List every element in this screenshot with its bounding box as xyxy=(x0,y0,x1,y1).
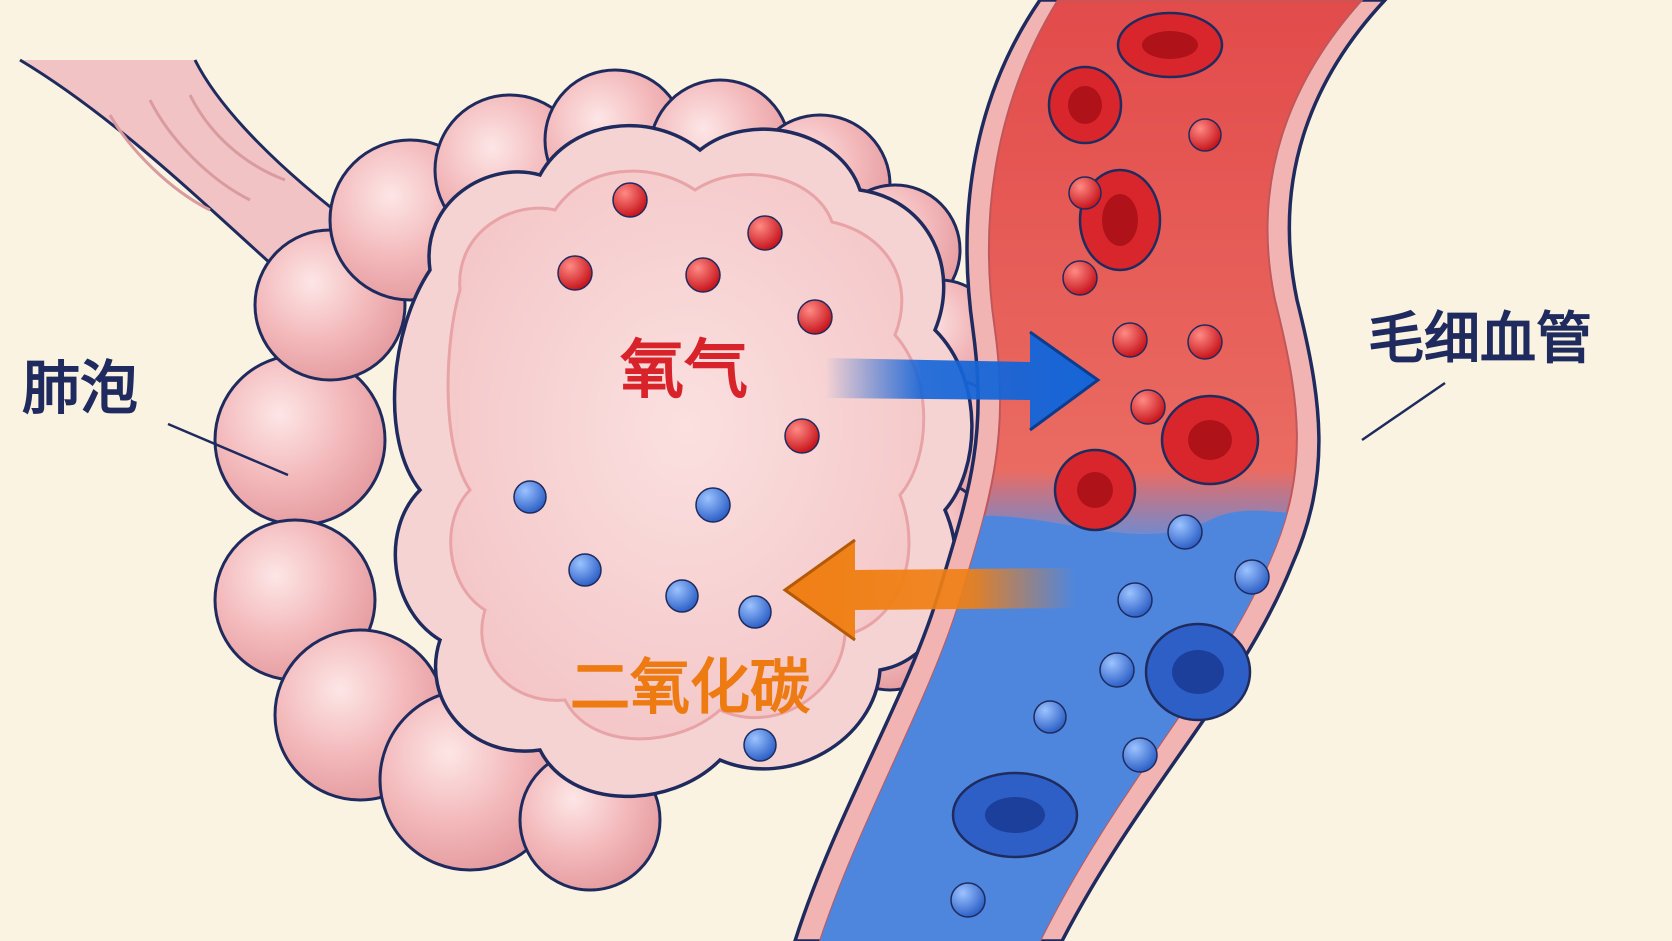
co2-arrow xyxy=(782,538,1075,642)
red-blood-cell-icon xyxy=(1116,11,1224,79)
oxygen-arrow xyxy=(825,330,1101,432)
alveolus-label: 肺泡 xyxy=(22,354,138,422)
vessel-oxygen-molecules xyxy=(1062,118,1223,425)
oxygen-label: 氧气 xyxy=(620,334,748,408)
red-blood-cells xyxy=(1047,11,1260,532)
co2-label: 二氧化碳 xyxy=(570,653,811,723)
blue-blood-cell-icon xyxy=(951,771,1079,859)
blue-blood-cell-icon xyxy=(1144,622,1252,722)
alveolus-oxygen-molecules xyxy=(557,182,833,454)
vessel-co2-molecules xyxy=(950,514,1270,918)
red-blood-cell-icon xyxy=(1053,448,1137,532)
blue-blood-cells xyxy=(951,622,1252,859)
red-blood-cell-icon xyxy=(1160,394,1260,486)
alveolus-leader-line xyxy=(167,422,289,477)
alveolus-co2-molecules xyxy=(513,480,777,762)
bronchiole xyxy=(19,58,363,293)
capillary-label: 毛细血管 xyxy=(1368,307,1592,372)
capillary-leader-line xyxy=(1361,381,1446,442)
red-blood-cell-icon xyxy=(1047,65,1123,145)
